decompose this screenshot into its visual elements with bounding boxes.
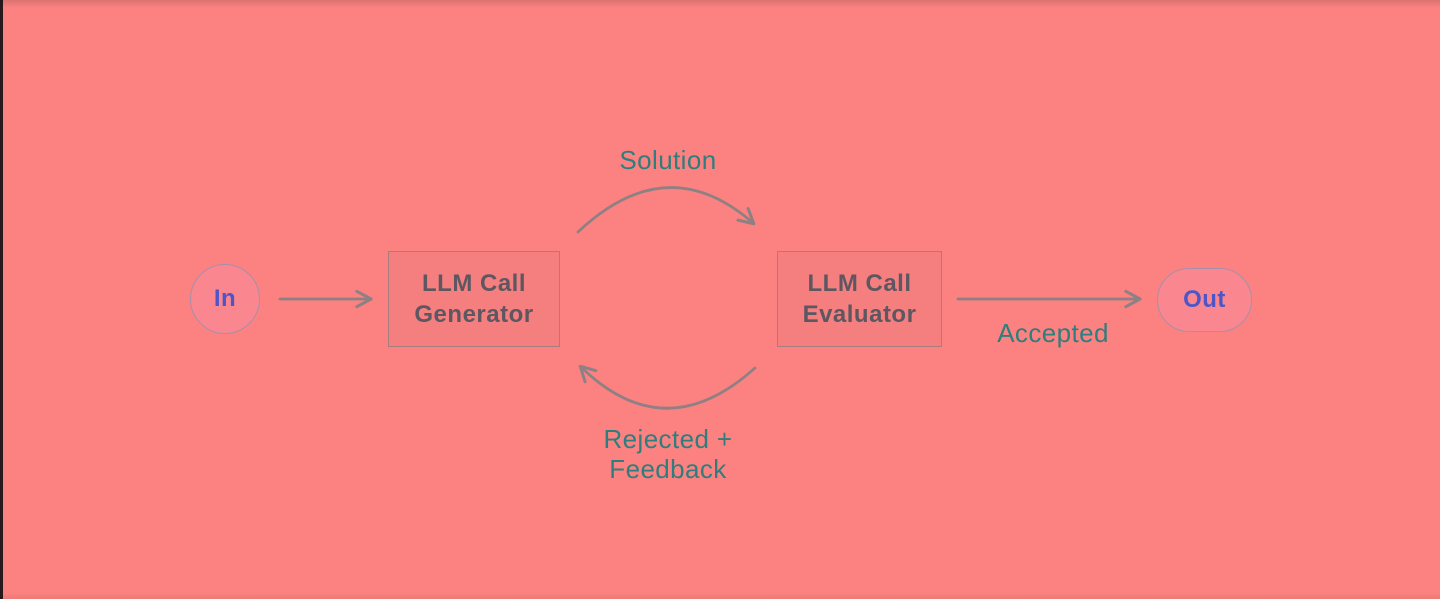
screenshot-left-edge-line [0,0,3,599]
generator-label-line1: LLM Call [422,270,526,297]
evaluator-label-line1: LLM Call [807,270,912,297]
solution-arc-arrow [576,186,756,234]
in-node: In [190,264,260,334]
in-node-label: In [213,285,237,312]
evaluator-label-line2: Evaluator [802,301,917,328]
solution-edge-label: Solution [619,145,717,175]
accepted-edge-label: Accepted [997,318,1109,348]
rejected-label-line1: Rejected + [603,424,733,454]
llm-call-evaluator-box: LLM Call Evaluator [777,251,942,347]
out-node: Out [1157,268,1252,332]
llm-call-generator-box: LLM Call Generator [388,251,560,347]
out-node-label: Out [1183,286,1226,313]
generator-label-line2: Generator [414,301,534,328]
rejected-label-line2: Feedback [609,454,727,484]
rejected-feedback-edge-label: Rejected + Feedback [603,424,732,484]
feedback-arc-arrow [578,364,757,410]
